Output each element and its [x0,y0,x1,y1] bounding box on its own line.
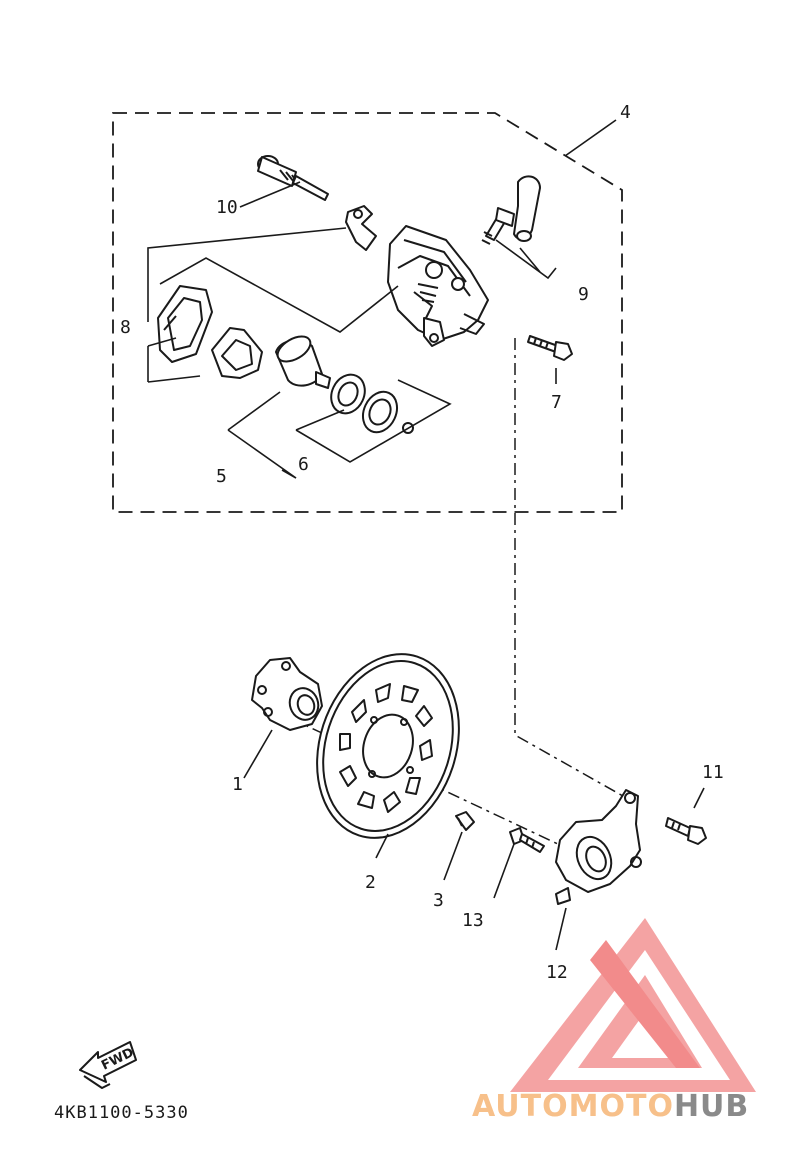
brake-disc-part [316,653,460,839]
forward-arrow-icon: FWD [79,1041,137,1089]
watermark-brand-part1: AUTOMOTO [472,1089,674,1124]
leader-lines [147,119,705,951]
label-part-8: 8 [120,317,131,338]
label-part-7: 7 [551,392,562,413]
caliper-bracket-part [555,789,642,905]
brake-pad-outer-part [157,285,213,363]
bleed-screw-part [481,207,515,245]
pin-bolt-part [257,155,329,201]
label-part-12: 12 [546,962,568,983]
watermark-brand: AUTOMOTOHUB [472,1089,749,1124]
label-part-11: 11 [702,762,724,783]
caliper-body-part [387,225,489,347]
watermark-logo-icon [510,918,756,1092]
label-part-10: 10 [216,197,238,218]
caliper-assembly-boundary [112,112,623,513]
label-part-5: 5 [216,466,227,487]
bracket-bolt-part [509,827,545,853]
caliper-piston-part [275,335,331,389]
label-part-1: 1 [232,774,243,795]
wheel-hub-part [251,657,323,731]
caliper-bolt-part [527,335,573,361]
bleed-cap-part [513,175,541,242]
label-part-3: 3 [433,890,444,911]
assembly-centerline [514,338,631,801]
pad-support-clip-part [345,205,377,251]
label-part-4: 4 [620,102,631,123]
label-part-6: 6 [298,454,309,475]
bracket-mount-bolt-part [665,817,707,845]
label-part-2: 2 [365,872,376,893]
piston-seal-part [330,373,366,415]
drawing-code: 4KB1100-5330 [54,1103,189,1123]
label-part-13: 13 [462,910,484,931]
disc-bolt-part [455,811,475,831]
label-part-9: 9 [578,284,589,305]
watermark-brand-part2: HUB [674,1089,749,1124]
brake-pad-inner-part [211,327,263,379]
